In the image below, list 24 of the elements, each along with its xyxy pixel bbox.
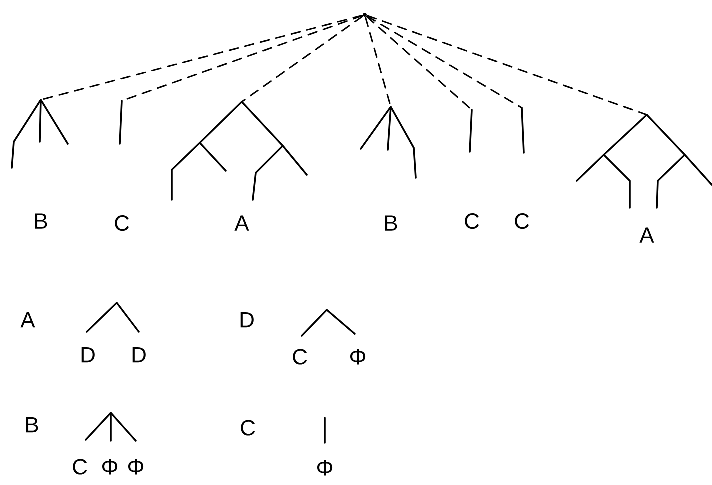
tree-label: A <box>640 228 654 243</box>
symbol-label: Φ <box>317 460 333 476</box>
tree-label: B <box>35 214 48 229</box>
tree-label: B <box>385 216 398 231</box>
symbol-label: D <box>240 312 254 328</box>
dashed-line <box>366 16 523 109</box>
dashed-line <box>40 15 363 101</box>
symbol-label: D <box>82 347 95 363</box>
symbol-label: C <box>293 349 308 365</box>
symbol-label: Φ <box>102 459 118 475</box>
symbol-label: D <box>132 347 146 363</box>
symbol-label: Φ <box>350 349 366 365</box>
dashed-line <box>366 16 473 111</box>
symbol-label: B <box>26 417 38 433</box>
dashed-line <box>366 15 648 116</box>
symbol-label: C <box>241 420 256 436</box>
dashed-line <box>241 16 364 103</box>
symbol-label: A <box>20 312 36 328</box>
symbol-label: C <box>73 459 88 475</box>
tree-label: C <box>115 216 130 232</box>
tree-label: C <box>515 214 530 230</box>
tree-label: C <box>465 214 480 230</box>
symbol-label: Φ <box>128 459 144 475</box>
tree-label: A <box>234 216 250 231</box>
